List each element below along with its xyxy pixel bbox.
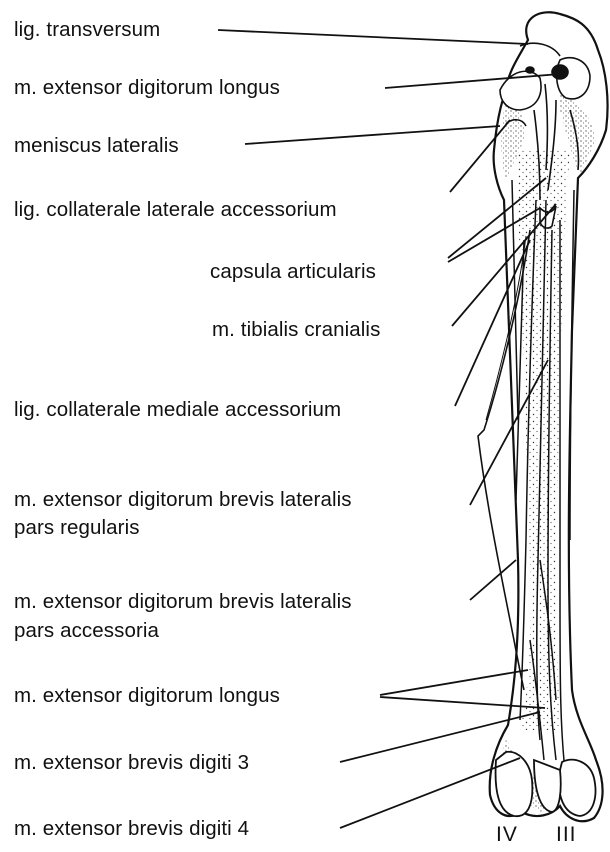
label-m-extensor-digitorum-longus-top: m. extensor digitorum longus xyxy=(14,76,280,100)
label-lig-collaterale-mediale-accessorium: lig. collaterale mediale accessorium xyxy=(14,398,341,422)
label-m-tibialis-cranialis: m. tibialis cranialis xyxy=(212,318,380,342)
label-m-edb-lateralis-accessoria-line2: pars accessoria xyxy=(14,619,159,643)
label-meniscus-lateralis: meniscus lateralis xyxy=(14,134,179,158)
label-m-extensor-brevis-digiti-3: m. extensor brevis digiti 3 xyxy=(14,751,249,775)
label-m-edb-lateralis-regularis-line2: pars regularis xyxy=(14,516,140,540)
label-m-edb-lateralis-regularis-line1: m. extensor digitorum brevis lateralis xyxy=(14,488,352,512)
label-lig-collaterale-laterale-accessorium: lig. collaterale laterale accessorium xyxy=(14,198,337,222)
label-capsula-articularis: capsula articularis xyxy=(210,260,376,284)
label-m-edb-lateralis-accessoria-line1: m. extensor digitorum brevis lateralis xyxy=(14,590,352,614)
digit-label-iii: III xyxy=(556,823,577,847)
label-m-extensor-brevis-digiti-4: m. extensor brevis digiti 4 xyxy=(14,817,249,841)
label-m-extensor-digitorum-longus-bottom: m. extensor digitorum longus xyxy=(14,684,280,708)
digit-label-iv: IV xyxy=(496,823,518,847)
label-lig-transversum: lig. transversum xyxy=(14,18,160,42)
